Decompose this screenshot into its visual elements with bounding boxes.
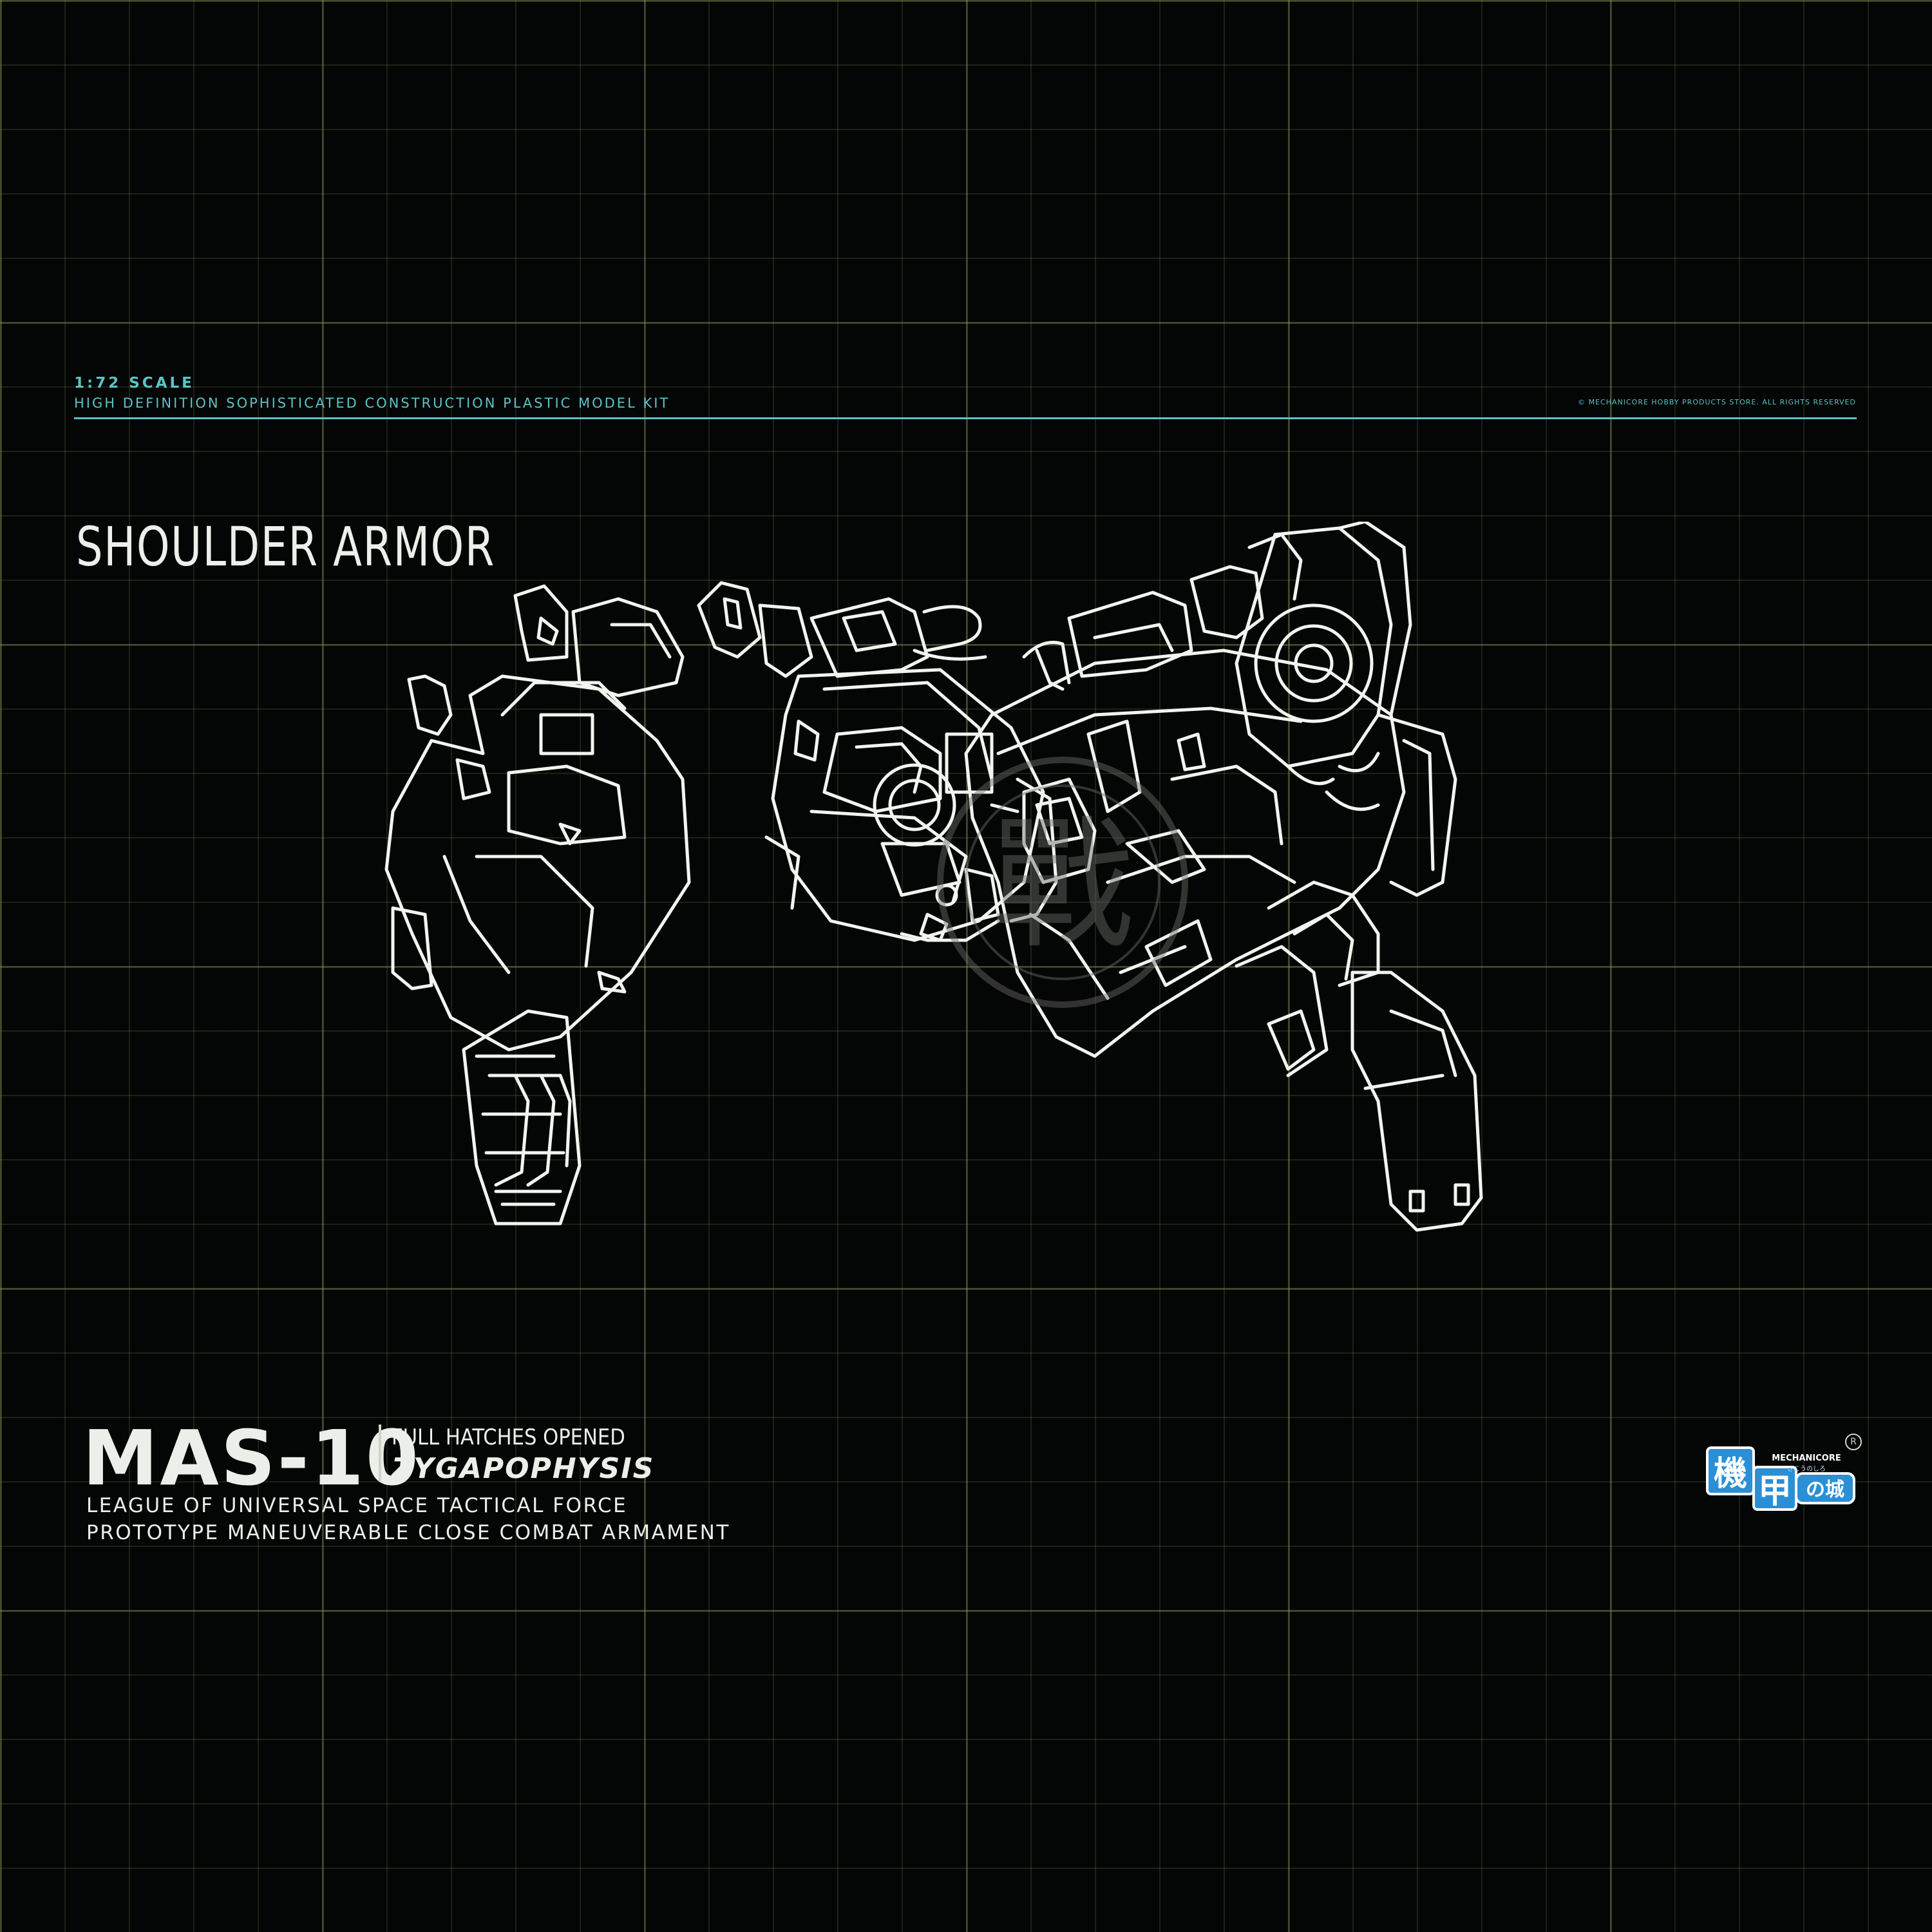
- registered-mark: R: [1845, 1434, 1862, 1450]
- brand-logo: 機 甲 の城 MECHANICORE きこうのしろ R: [1703, 1434, 1862, 1519]
- copyright-notice: © MECHANICORE HOBBY PRODUCTS STORE. ALL …: [1578, 398, 1856, 406]
- logo-wordmark: MECHANICORE: [1772, 1454, 1841, 1463]
- logo-kanji-1: 機: [1714, 1455, 1747, 1493]
- scale-label: 1:72 SCALE: [74, 375, 194, 392]
- logo-kana: きこうのしろ: [1787, 1465, 1826, 1473]
- tagline-organization: LEAGUE OF UNIVERSAL SPACE TACTICAL FORCE: [86, 1494, 628, 1517]
- model-code-divider: [379, 1425, 381, 1481]
- kit-description: HIGH DEFINITION SOPHISTICATED CONSTRUCTI…: [74, 395, 670, 411]
- shoulder-armor-illustration: 戰: [384, 522, 1483, 1232]
- header-divider: [74, 417, 1857, 419]
- tagline-armament: PROTOTYPE MANEUVERABLE CLOSE COMBAT ARMA…: [86, 1521, 730, 1544]
- model-code: MAS-10: [82, 1414, 421, 1502]
- logo-kanji-3: の城: [1806, 1479, 1844, 1501]
- section-title: SHOULDER ARMOR: [76, 515, 495, 578]
- watermark-seal: 戰: [937, 757, 1188, 1008]
- model-state-label: FULL HATCHES OPENED: [392, 1425, 625, 1450]
- logo-kanji-2: 甲: [1758, 1472, 1792, 1511]
- left-shoulder-armor: [384, 581, 1058, 1226]
- brand-logo-mark: 機 甲 の城 MECHANICORE きこうのしろ: [1706, 1446, 1855, 1511]
- watermark-glyph: 戰: [992, 802, 1133, 967]
- right-shoulder-armor: [964, 522, 1483, 1232]
- model-name: ZYGAPOPHYSIS: [392, 1452, 655, 1485]
